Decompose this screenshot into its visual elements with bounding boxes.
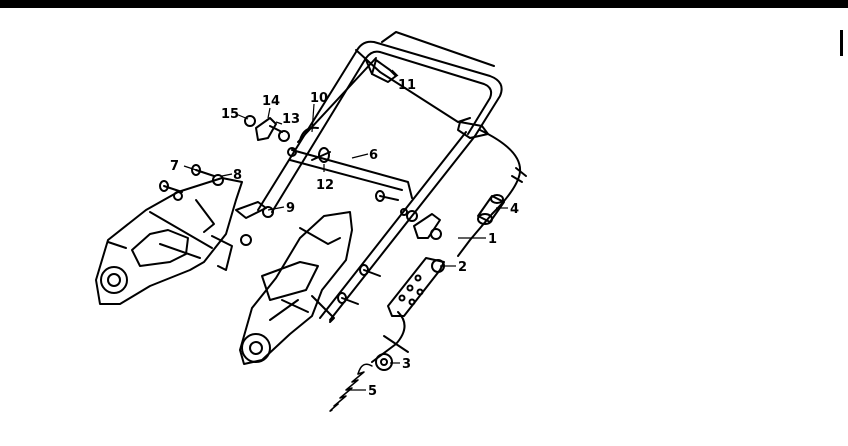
- washer-part-3: [375, 353, 393, 371]
- top-border: [0, 0, 848, 8]
- edge-mark: [840, 30, 843, 56]
- callout-5: 5: [368, 384, 377, 399]
- callout-3: 3: [402, 357, 411, 372]
- right-deck-bracket: [239, 211, 353, 365]
- handle-cross-bar: [289, 149, 413, 199]
- cable-sleeve: [477, 194, 505, 225]
- callout-15: 15: [221, 107, 239, 122]
- callout-2: 2: [458, 260, 467, 275]
- knob-right: [413, 213, 441, 239]
- leader-lines: [183, 69, 508, 391]
- left-deck-bracket: [95, 177, 267, 305]
- callout-labels: 1 2 3 4 5 6 7 8 9 10 11 12 13 14 15: [170, 78, 519, 399]
- hardware-bolts: [159, 147, 399, 305]
- callout-8: 8: [233, 168, 242, 183]
- callout-14: 14: [262, 94, 280, 109]
- pivot-plate: [387, 257, 445, 317]
- callout-13: 13: [282, 112, 300, 127]
- control-cable: [457, 129, 527, 257]
- callout-1: 1: [488, 232, 497, 247]
- knob-part-14: [255, 117, 283, 141]
- control-bail-bar: [355, 49, 489, 139]
- spring-part-5: [329, 363, 373, 412]
- callout-10: 10: [310, 91, 328, 106]
- callout-12: 12: [316, 178, 334, 193]
- callout-9: 9: [286, 201, 295, 216]
- handle-upper-loop: [257, 31, 503, 213]
- handle-right-tube: [319, 131, 476, 321]
- rod-clip: [383, 335, 409, 353]
- callout-11: 11: [398, 78, 416, 93]
- bail-bar-inner-line: [297, 57, 377, 143]
- callout-6: 6: [369, 148, 378, 163]
- callout-7: 7: [170, 159, 179, 174]
- callout-4: 4: [510, 202, 519, 217]
